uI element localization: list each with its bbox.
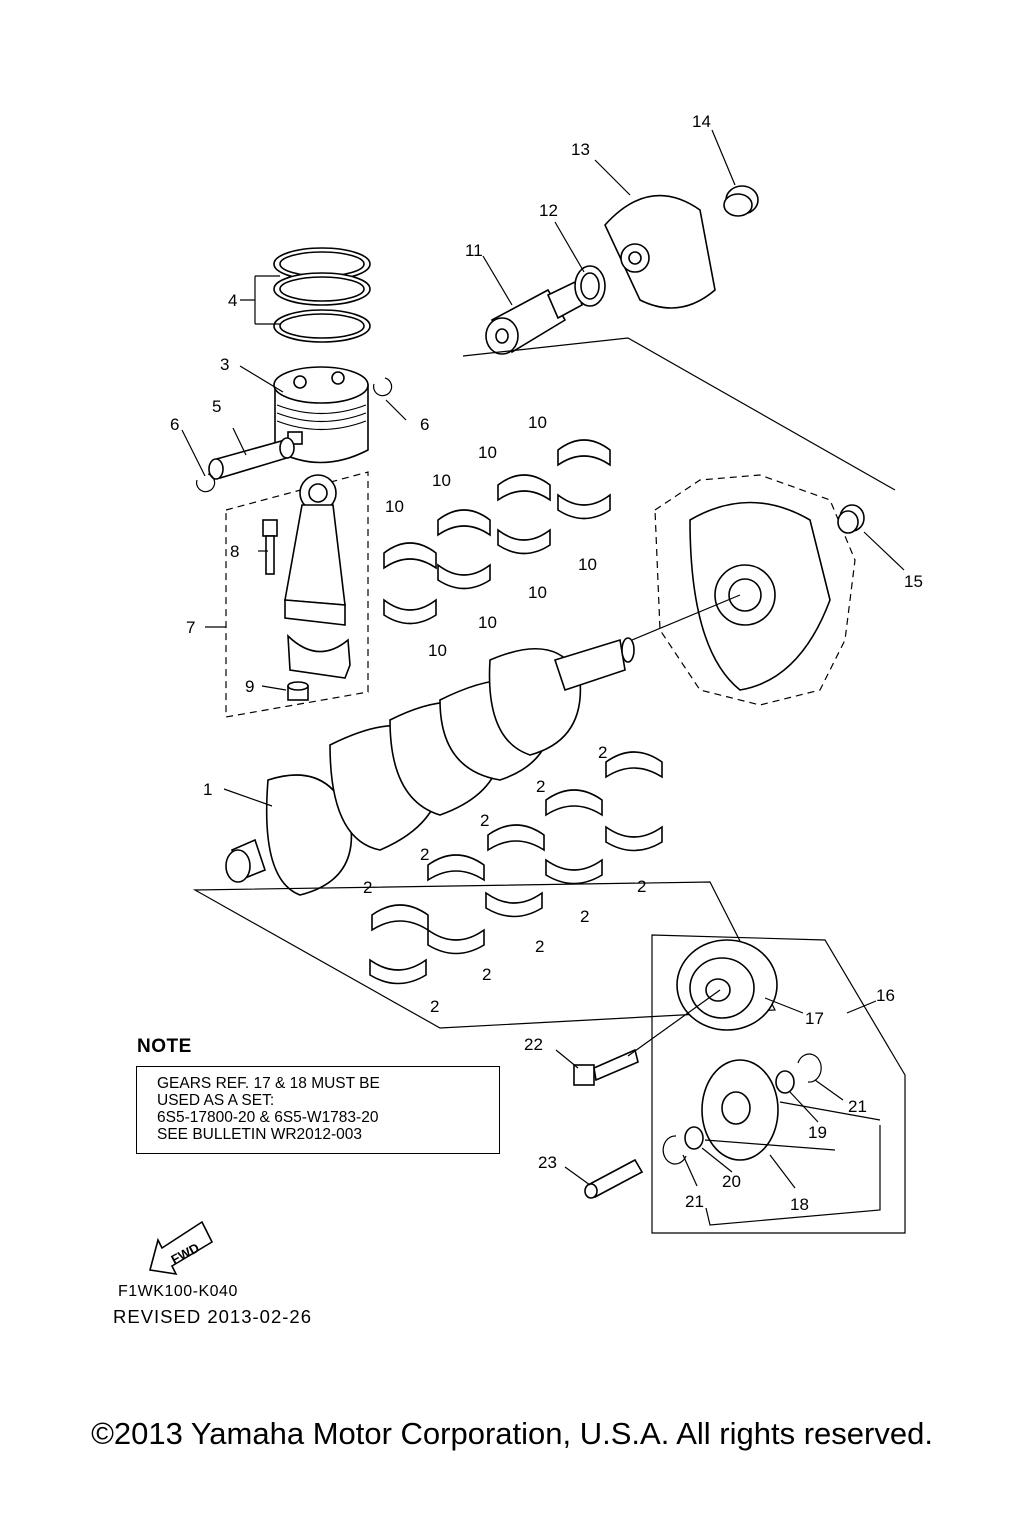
callout-6-right: 6 bbox=[420, 415, 429, 434]
callout-9: 9 bbox=[245, 677, 254, 696]
rod-nut bbox=[287, 681, 309, 701]
callout-10: 10 bbox=[478, 443, 497, 462]
callout-5: 5 bbox=[212, 397, 221, 416]
callout-21-left: 21 bbox=[685, 1192, 704, 1211]
shaft-alignment-line bbox=[631, 594, 741, 641]
callout-2: 2 bbox=[363, 878, 372, 897]
bearing-set-outline bbox=[192, 881, 776, 1029]
crankshaft-bearings bbox=[369, 751, 663, 985]
note-line: USED AS A SET: bbox=[157, 1092, 275, 1109]
revision-date: REVISED 2013-02-26 bbox=[113, 1306, 312, 1327]
callout-23: 23 bbox=[538, 1153, 557, 1172]
callout-21-right: 21 bbox=[848, 1097, 867, 1116]
note-box: GEARS REF. 17 & 18 MUST BE USED AS A SET… bbox=[136, 1066, 500, 1154]
callout-20: 20 bbox=[722, 1172, 741, 1191]
callout-10: 10 bbox=[478, 613, 497, 632]
oil-seal bbox=[574, 265, 606, 307]
callout-2: 2 bbox=[580, 907, 589, 926]
callout-2: 2 bbox=[535, 937, 544, 956]
note-line: GEARS REF. 17 & 18 MUST BE bbox=[157, 1075, 380, 1092]
rod-bolt bbox=[262, 519, 278, 575]
note-line: 6S5-17800-20 & 6S5-W1783-20 bbox=[157, 1109, 379, 1126]
bolt-alignment-line bbox=[627, 989, 721, 1057]
note-line: SEE BULLETIN WR2012-003 bbox=[157, 1126, 363, 1143]
callout-14: 14 bbox=[692, 112, 711, 131]
callout-18: 18 bbox=[790, 1195, 809, 1214]
callout-10: 10 bbox=[578, 555, 597, 574]
leader-lines bbox=[181, 129, 905, 1226]
callout-22: 22 bbox=[524, 1035, 543, 1054]
callout-2: 2 bbox=[482, 965, 491, 984]
callout-2: 2 bbox=[420, 845, 429, 864]
plug bbox=[837, 504, 865, 534]
output-shaft bbox=[485, 280, 583, 355]
callout-15: 15 bbox=[904, 572, 923, 591]
callout-10: 10 bbox=[528, 413, 547, 432]
gear-bolt bbox=[573, 1048, 639, 1086]
callout-2: 2 bbox=[637, 877, 646, 896]
callout-17: 17 bbox=[805, 1009, 824, 1028]
callout-11: 11 bbox=[465, 241, 483, 260]
callout-10: 10 bbox=[432, 471, 451, 490]
drive-gear bbox=[676, 939, 778, 1031]
coupler bbox=[604, 194, 716, 309]
callout-19: 19 bbox=[808, 1123, 827, 1142]
callout-labels: 4 3 5 6 6 8 7 9 1 10 10 10 10 10 10 10 1… bbox=[170, 112, 923, 1214]
callout-2: 2 bbox=[598, 743, 607, 762]
callout-2: 2 bbox=[536, 777, 545, 796]
callout-2: 2 bbox=[480, 811, 489, 830]
forward-direction-arrow: FWD bbox=[148, 1220, 214, 1276]
crankshaft bbox=[225, 637, 635, 896]
output-shaft-group-line bbox=[462, 337, 896, 491]
gear-assembly-box bbox=[651, 934, 906, 1234]
callout-16: 16 bbox=[876, 986, 895, 1005]
callout-4: 4 bbox=[228, 291, 237, 310]
rod-bearings bbox=[383, 439, 611, 625]
driven-gear bbox=[701, 1059, 779, 1161]
callout-10: 10 bbox=[428, 641, 447, 660]
callout-3: 3 bbox=[220, 355, 229, 374]
callout-10: 10 bbox=[528, 583, 547, 602]
piston bbox=[273, 366, 369, 464]
callout-8: 8 bbox=[230, 542, 239, 561]
callout-2: 2 bbox=[430, 997, 439, 1016]
piston-rings bbox=[273, 247, 371, 343]
connecting-rod bbox=[284, 474, 351, 679]
copyright-notice: ©2013 Yamaha Motor Corporation, U.S.A. A… bbox=[91, 1416, 933, 1451]
note-title: NOTE bbox=[137, 1036, 192, 1057]
callout-10: 10 bbox=[385, 497, 404, 516]
gear-shaft-pin bbox=[584, 1158, 644, 1199]
coupler-cap bbox=[723, 185, 759, 217]
callout-6-left: 6 bbox=[170, 415, 179, 434]
diagram-code: F1WK100-K040 bbox=[118, 1283, 238, 1300]
callout-13: 13 bbox=[571, 140, 590, 159]
callout-7: 7 bbox=[186, 618, 195, 637]
callout-1: 1 bbox=[203, 780, 212, 799]
crankcase-housing bbox=[654, 474, 856, 706]
piston-pin bbox=[208, 437, 295, 480]
callout-12: 12 bbox=[539, 201, 558, 220]
piston-pin-clips bbox=[196, 377, 393, 493]
